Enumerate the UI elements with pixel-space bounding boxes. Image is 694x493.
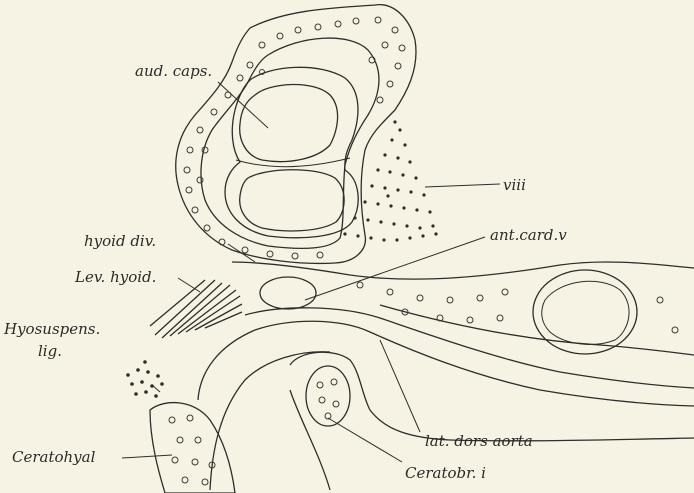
label-lat-dors-aorta: lat. dors aorta <box>425 432 533 450</box>
label-ceratohyal: Ceratohyal <box>12 448 96 466</box>
leader-lines <box>122 82 500 462</box>
ceratobranchial-cartilage <box>306 366 350 426</box>
notochord <box>533 270 637 354</box>
labyrinth-lower-chamber <box>240 170 344 231</box>
nerve-viii-stipple <box>343 120 437 241</box>
hyosuspensory-ligament <box>126 360 164 398</box>
dorsal-tissue-band <box>232 262 694 279</box>
ceratobranchial-cells <box>317 379 339 419</box>
label-hyoid-div: hyoid div. <box>84 232 156 250</box>
pharynx-deep <box>290 390 330 490</box>
labyrinth-septum <box>236 158 350 167</box>
capsule-cells <box>184 17 405 259</box>
label-lig: lig. <box>38 342 62 360</box>
dorsal-tissue-lower-edge <box>380 305 694 355</box>
levator-hyoid-muscle <box>150 280 242 338</box>
label-lev-hyoid: Lev. hyoid. <box>74 268 156 286</box>
label-aud-caps: aud. caps. <box>135 62 212 80</box>
labyrinth-outer-contour <box>225 67 358 237</box>
pharynx-inner <box>198 321 694 406</box>
label-ant-card-v: ant.card.v <box>490 226 567 244</box>
label-viii: viii <box>503 176 526 194</box>
label-ceratobr: Ceratobr. i <box>405 464 486 482</box>
auditory-capsule-inner-wall <box>201 38 379 248</box>
labyrinth-upper-chamber <box>240 84 338 161</box>
anterior-cardinal-vein <box>260 277 316 309</box>
auditory-capsule-outer-wall <box>176 5 416 264</box>
ceratohyal-cells <box>169 415 215 485</box>
pharynx-floor <box>210 352 330 490</box>
label-hyosuspens: Hyosuspens. <box>3 320 100 338</box>
notochord-inner <box>542 281 629 344</box>
